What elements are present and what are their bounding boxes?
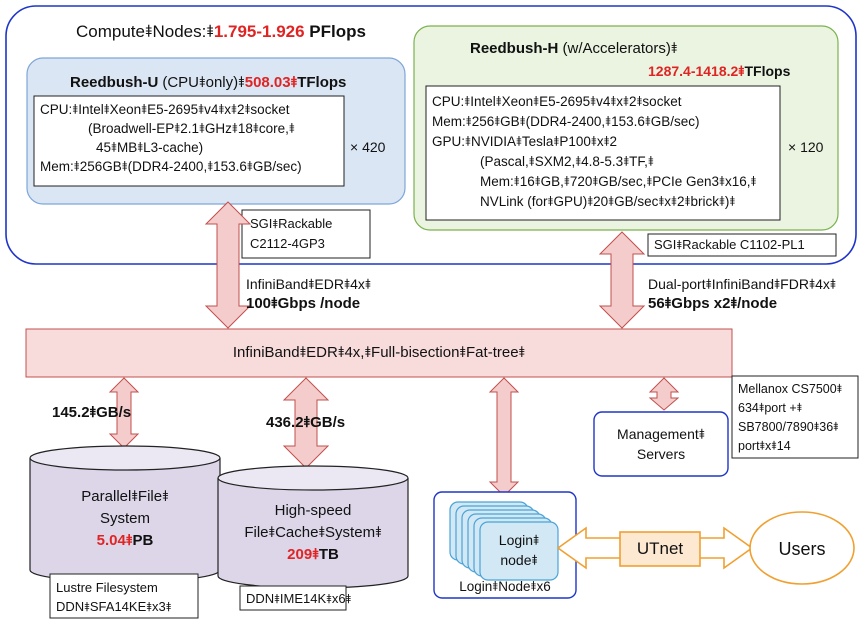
rbu-node-count: × 420 [350,139,386,155]
rbu-spec-line: 45⯒MB⯒L3-cache) [96,140,204,155]
rbu-rack-line: C2112-4GP3 [250,236,325,251]
login-caption: Login⯒Node⯒x6 [459,579,551,594]
rbh-spec-line: CPU:⯒Intel⯒Xeon⯒E5-2695⯒v4⯒x⯒2⯒socket [432,94,682,109]
pfs-capacity-unit: PB [132,532,154,549]
login-node-line: Login⯒ [498,532,540,548]
cache-vendor-box [239,585,347,611]
cache-label-line: File⯒Cache⯒System⯒ [244,524,382,541]
rbh-spec-text: CPU:⯒Intel⯒Xeon⯒E5-2695⯒v4⯒x⯒2⯒socket Me… [432,92,756,212]
switch-box [731,375,859,459]
pfs-vendor-box [49,573,199,619]
cache-bandwidth: 436.2⯒GB/s [266,414,346,431]
mgmt-label: Management⯒ Servers [594,424,728,464]
rbu-rack-box [241,209,371,259]
cache-capacity-unit: TB [318,546,339,563]
rbh-link-speed: 56⯒Gbps x2⯒/node [648,295,778,312]
mgmt-line: Servers [636,446,686,462]
login-node-stack [449,501,559,581]
rbu-rack-label: SGI⯒Rackable C2112-4GP3 [250,214,332,254]
rbu-title: Reedbush-U [70,74,159,91]
pfs-vendor-line: DDN⯒SFA14KE⯒x3⯒ [56,599,172,614]
rbh-link-label: Dual-port⯒InfiniBand⯒FDR⯒4x⯒ [648,276,837,292]
rbh-node-count: × 120 [788,139,824,155]
cache-cylinder [217,465,409,589]
switch-line: 634⯒port +⯒ [738,401,803,415]
rbu-tflops-unit: TFlops [297,74,347,91]
compute-pflops-unit: PFlops [309,22,366,41]
rbh-link-text: Dual-port⯒InfiniBand⯒FDR⯒4x⯒ 56⯒Gbps x2⯒… [648,274,836,314]
pfs-label-line: Parallel⯒File⯒ [81,488,169,505]
pfs-vendor-line: Lustre Filesystem [56,580,158,595]
reedbush-u-spec-box [33,95,345,187]
rbh-rack-label: SGI⯒Rackable C1102-PL1 [654,237,805,252]
rbu-subtitle: (CPU⯒only)⯒ [162,74,245,91]
reedbush-h-spec-box [425,85,781,221]
rbu-spec-line: (Broadwell-EP⯒2.1⯒GHz⯒18⯒core,⯒ [88,121,295,136]
pfs-label-line: System [99,510,150,527]
users-ellipse [749,511,855,585]
switch-line: Mellanox CS7500⯒ [738,382,843,396]
mgmt-line: Management⯒ [617,426,705,442]
rbu-spec-line: CPU:⯒Intel⯒Xeon⯒E5-2695⯒v4⯒x⯒2⯒socket [40,102,290,117]
switch-line: SB7800/7890⯒36⯒ [738,420,839,434]
pfs-capacity: 5.04⯒ [96,532,133,549]
compute-nodes-label: Compute⯒Nodes:⯒ [76,22,214,41]
rbu-link-arrow [204,201,252,329]
rbu-tflops: 508.03⯒ [244,74,298,91]
compute-pflops-value: 1.795-1.926 [213,22,305,41]
pfs-vendor: Lustre Filesystem DDN⯒SFA14KE⯒x3⯒ [56,578,171,616]
cache-vendor: DDN⯒IME14K⯒x6⯒ [246,591,352,606]
rbh-link-arrow [598,231,646,329]
rbh-spec-line: NVLink (for⯒GPU)⯒20⯒GB/sec⯒x⯒2⯒brick⯒)⯒ [480,194,736,209]
rbu-link-text: InfiniBand⯒EDR⯒4x⯒ 100⯒Gbps /node [246,274,371,314]
rbh-tflops-line: 1287.4-1418.2⯒TFlops [648,62,790,80]
switch-text: Mellanox CS7500⯒ 634⯒port +⯒ SB7800/7890… [738,380,842,456]
utnet-box [619,531,701,567]
rbu-rack-line: SGI⯒Rackable [250,216,333,231]
rbu-link-speed: 100⯒Gbps /node [246,295,361,312]
cache-label: High-speed File⯒Cache⯒System⯒ 209⯒TB [218,500,408,566]
mgmt-link-arrow [648,377,680,411]
pfs-bandwidth: 145.2⯒GB/s [52,404,132,421]
rbh-heading: Reedbush-H (w/Accelerators)⯒ [470,40,677,58]
login-node-line: node⯒ [500,552,538,568]
mgmt-box [593,411,729,477]
rbu-link-label: InfiniBand⯒EDR⯒4x⯒ [246,276,372,292]
login-link-arrow [488,377,520,497]
rbh-spec-line: Mem:⯒16⯒GB,⯒720⯒GB/sec,⯒PCIe Gen3⯒x16,⯒ [480,174,757,189]
login-node-label: Login⯒ node⯒ [480,530,558,570]
switch-line: port⯒x⯒14 [738,439,791,453]
rbh-tflops: 1287.4-1418.2⯒ [648,63,745,79]
rbh-title: Reedbush-H [470,40,559,57]
utnet-label: UTnet [636,539,684,558]
rbh-spec-line: GPU:⯒NVIDIA⯒Tesla⯒P100⯒x⯒2 [432,134,618,149]
users-label: Users [778,539,826,559]
rbu-heading: Reedbush-U(CPU⯒only)⯒508.03⯒TFlops [70,74,346,92]
rbh-rack-box [647,233,837,257]
rbh-subtitle: (w/Accelerators)⯒ [558,40,678,57]
rbh-tflops-unit: TFlops [744,63,791,79]
parallel-fs-cylinder [29,445,221,583]
fabric-bar [25,328,733,378]
pfs-label: Parallel⯒File⯒ System 5.04⯒PB [30,486,220,552]
cache-label-line: High-speed [274,502,352,519]
rbu-spec-text: CPU:⯒Intel⯒Xeon⯒E5-2695⯒v4⯒x⯒2⯒socket (B… [40,100,302,176]
rbh-spec-line: (Pascal,⯒SXM2,⯒4.8-5.3⯒TF,⯒ [480,154,654,169]
compute-nodes-header: Compute⯒Nodes:⯒1.795-1.926 PFlops [76,22,366,42]
rbu-spec-line: Mem:⯒256GB⯒(DDR4-2400,⯒153.6⯒GB/sec) [40,159,302,174]
rbh-spec-line: Mem:⯒256⯒GB⯒(DDR4-2400,⯒153.6⯒GB/sec) [432,114,700,129]
fabric-label: InfiniBand⯒EDR⯒4x,⯒Full-bisection⯒Fat-tr… [232,344,526,361]
cache-capacity: 209⯒ [287,546,319,563]
